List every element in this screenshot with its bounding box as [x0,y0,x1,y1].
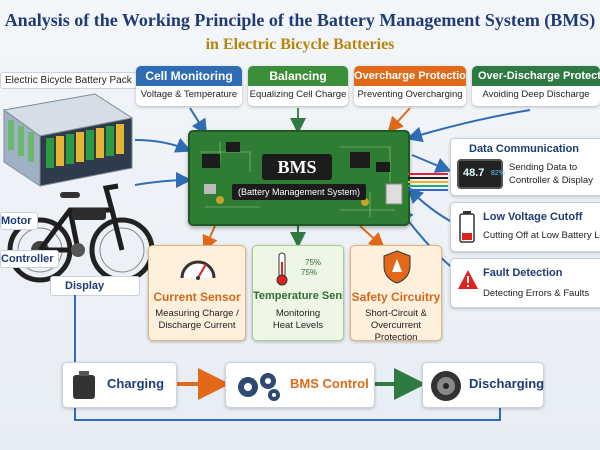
display-voltage-value: 48.7 [463,167,485,179]
battery-pack-label: Electric Bicycle Battery Pack [0,72,137,89]
gears-icon [238,373,280,401]
display-percent-value: 82% [491,170,506,177]
display-label: Display [50,276,140,296]
bms-control-label: BMS Control [290,376,369,391]
overcharge-protection-desc: Preventing Overcharging [357,89,463,100]
safety-circuitry-box: Safety Circuitry Short-Circuit & Overcur… [350,245,442,341]
overcharge-protection-title: Overcharge Protection [354,66,466,86]
thermometer-icon [276,252,288,286]
shield-icon [383,250,411,284]
low-voltage-cutoff-box: Low Voltage Cutoff Cutting Off at Low Ba… [450,202,600,252]
over-discharge-protection-box: Over-Discharge Protection Avoiding Deep … [472,66,600,106]
low-voltage-cutoff-title: Low Voltage Cutoff [483,211,583,223]
temperature-sensors-desc: Monitoring Heat Levels [272,308,324,331]
data-communication-box: Data Communication 48.7 82% Sending Data… [450,138,600,196]
bms-full-name: (Battery Management System) [232,184,366,200]
discharging-box: Discharging [422,362,544,408]
diagram-title: Analysis of the Working Principle of the… [4,10,596,30]
current-sensor-title: Current Sensor [153,290,241,304]
battery-pack-icon [2,93,134,187]
over-discharge-protection-title: Over-Discharge Protection [472,66,600,86]
pcb-icon [200,142,403,217]
current-sensor-desc: Measuring Charge / Discharge Current [155,308,239,331]
data-communication-title: Data Communication [469,143,580,155]
bms-chip-label: BMS [262,154,332,180]
current-sensor-box: Current Sensor Measuring Charge / Discha… [148,245,246,341]
bms-board: BMS (Battery Management System) [188,130,410,226]
fault-detection-desc: Detecting Errors & Faults [483,288,590,299]
gauge-icon [180,260,216,280]
balancing-desc: Equalizing Cell Charge [249,89,347,100]
battery-low-icon [459,211,475,243]
data-communication-desc: Sending Data to Controller & Display [509,162,593,186]
ebike-icon [7,183,155,283]
motor-icon [431,371,461,401]
over-discharge-protection-desc: Avoiding Deep Discharge [482,89,590,100]
safety-circuitry-desc: Short-Circuit & Overcurrent Protection [365,308,427,341]
display-screen-icon: 48.7 82% [457,159,506,189]
temperature-sensors-box: 75% 75% Temperature Sensors Monitoring H… [252,245,344,341]
fault-detection-box: Fault Detection Detecting Errors & Fault… [450,258,600,308]
cell-monitoring-title: Cell Monitoring [136,66,242,86]
wires-icon [408,173,448,191]
diagram-subtitle: in Electric Bicycle Batteries [205,36,395,53]
discharging-label: Discharging [469,376,545,391]
controller-label: Controller [0,250,59,268]
temperature-sensors-title: Temperature Sensors [253,290,343,302]
warning-icon [458,270,478,289]
fault-detection-title: Fault Detection [483,267,563,279]
cell-monitoring-desc: Voltage & Temperature [140,89,238,100]
temperature-readout-2: 75% [301,268,318,277]
cell-monitoring-box: Cell Monitoring Voltage & Temperature [136,66,242,106]
overcharge-protection-box: Overcharge Protection Preventing Overcha… [354,66,466,106]
charger-icon [73,371,95,399]
bms-control-box: BMS Control [225,362,375,408]
low-voltage-cutoff-desc: Cutting Off at Low Battery Level [483,230,600,241]
temperature-readout-1: 75% [305,258,322,267]
charging-label: Charging [107,376,165,391]
motor-label: Motor [0,212,38,230]
charging-box: Charging [62,362,177,408]
balancing-title: Balancing [248,66,348,86]
safety-circuitry-title: Safety Circuitry [351,290,441,304]
balancing-box: Balancing Equalizing Cell Charge [248,66,348,106]
